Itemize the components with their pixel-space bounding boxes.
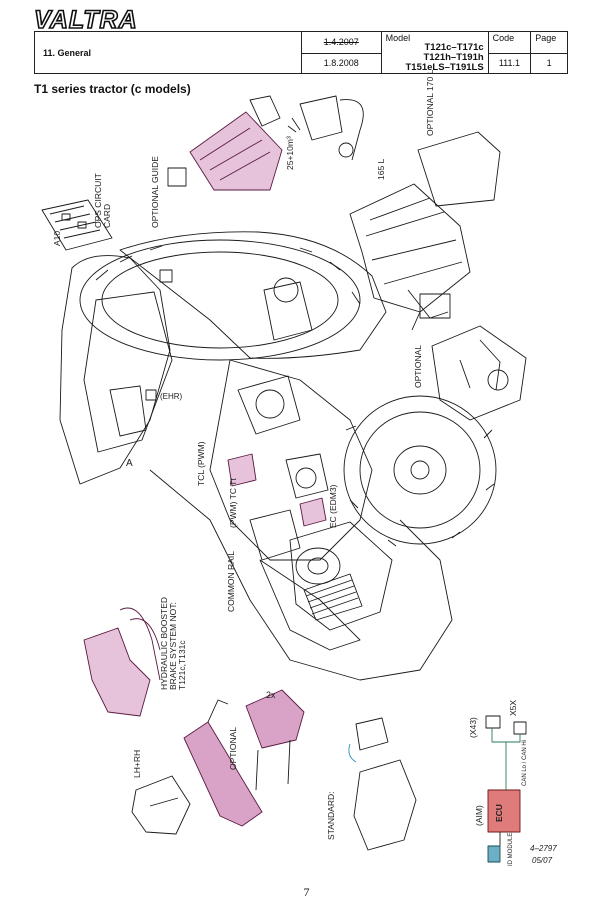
pedals-part [131, 775, 191, 835]
page-label: Page [530, 31, 568, 54]
label-165l: 165 L [376, 158, 386, 180]
label-drawing-ref: 4–2797 [530, 844, 557, 853]
fuse-box-part [159, 269, 173, 283]
label-tcl-pwm: TCL (PWM) [196, 441, 206, 486]
label-aim: (AIM) [474, 805, 484, 826]
cab-electronics-part [167, 95, 283, 191]
front-linkage-part [431, 325, 527, 421]
label-optional-lower: OPTIONAL [228, 727, 238, 770]
label-lh-rh: LH+RH [132, 749, 142, 778]
label-can: CAN Lo / CAN Hi [522, 739, 528, 786]
model-label: Model [385, 33, 411, 43]
label-a: A [126, 458, 133, 469]
label-pwm-tc: (PWM) TC Tt [228, 478, 238, 528]
label-filter-size: 25+10m³ [285, 136, 295, 170]
page-number: 7 [303, 885, 310, 899]
model-cell: Model T121c–T171c T121h–T191h T151eLS–T1… [380, 31, 489, 74]
tractor-body-part [59, 231, 453, 681]
label-ec-edm3: EC (EDM3) [328, 484, 338, 528]
label-common-rail: COMMON RAIL [226, 551, 236, 612]
model-2: T121h–T191h [423, 52, 484, 63]
model-1: T121c–T171c [424, 42, 484, 53]
valve-block-part [245, 689, 305, 791]
valtra-logo: VALTRA [33, 5, 138, 35]
brake-system-part [83, 607, 161, 717]
tank-165l-part [349, 183, 471, 331]
label-a10: A10 [52, 230, 62, 246]
label-ehr: (EHR) [160, 392, 183, 401]
label-optional-170l: OPTIONAL 170 L [425, 69, 435, 136]
label-optional-guide: OPTIONAL GUIDE [150, 156, 160, 228]
date-new: 1.8.2008 [300, 52, 382, 75]
tcl-valve-part [227, 453, 257, 487]
tank-170l-part [417, 131, 501, 207]
ops-circuit-card-part [41, 199, 113, 251]
ehr-unit-part [145, 389, 157, 401]
label-x5x: X5X [508, 699, 518, 716]
exhaust-pipe-part [183, 699, 263, 827]
front-wheel-part [343, 395, 497, 547]
engine-part [249, 509, 393, 631]
transmission-part [237, 277, 329, 499]
label-hydraulic-brake: HYDRAULIC BOOSTED BRAKE SYSTEM NOT: T121… [159, 596, 187, 690]
standard-box-part [348, 717, 417, 851]
label-ecu: ECU [494, 804, 504, 822]
label-2x: 2x [266, 690, 276, 700]
ec-unit-part [299, 497, 327, 527]
fuel-filter-part [287, 95, 364, 161]
label-x43: (X43) [468, 717, 478, 738]
rear-wheel-part [79, 239, 361, 361]
model-list: T121c–T171c T121h–T191h T151eLS–T191LS [386, 43, 484, 73]
label-drawing-date: 05/07 [532, 856, 553, 865]
label-optional-mid: OPTIONAL [413, 345, 423, 388]
document-header: 11. General 1.4.2007 Model T121c–T171c T… [34, 31, 568, 75]
page-value: 1 [530, 52, 568, 75]
label-ops-circuit-card: OPS CIRCUIT CARD [93, 173, 112, 228]
wiring-schematic-part [485, 715, 527, 863]
label-standard: STANDARD: [326, 791, 336, 841]
label-id-module: ID MODULE [508, 832, 514, 866]
model-3: T151eLS–T191LS [405, 62, 484, 73]
section-title: 11. General [34, 31, 302, 74]
page-subtitle: T1 series tractor (c models) [34, 82, 191, 96]
